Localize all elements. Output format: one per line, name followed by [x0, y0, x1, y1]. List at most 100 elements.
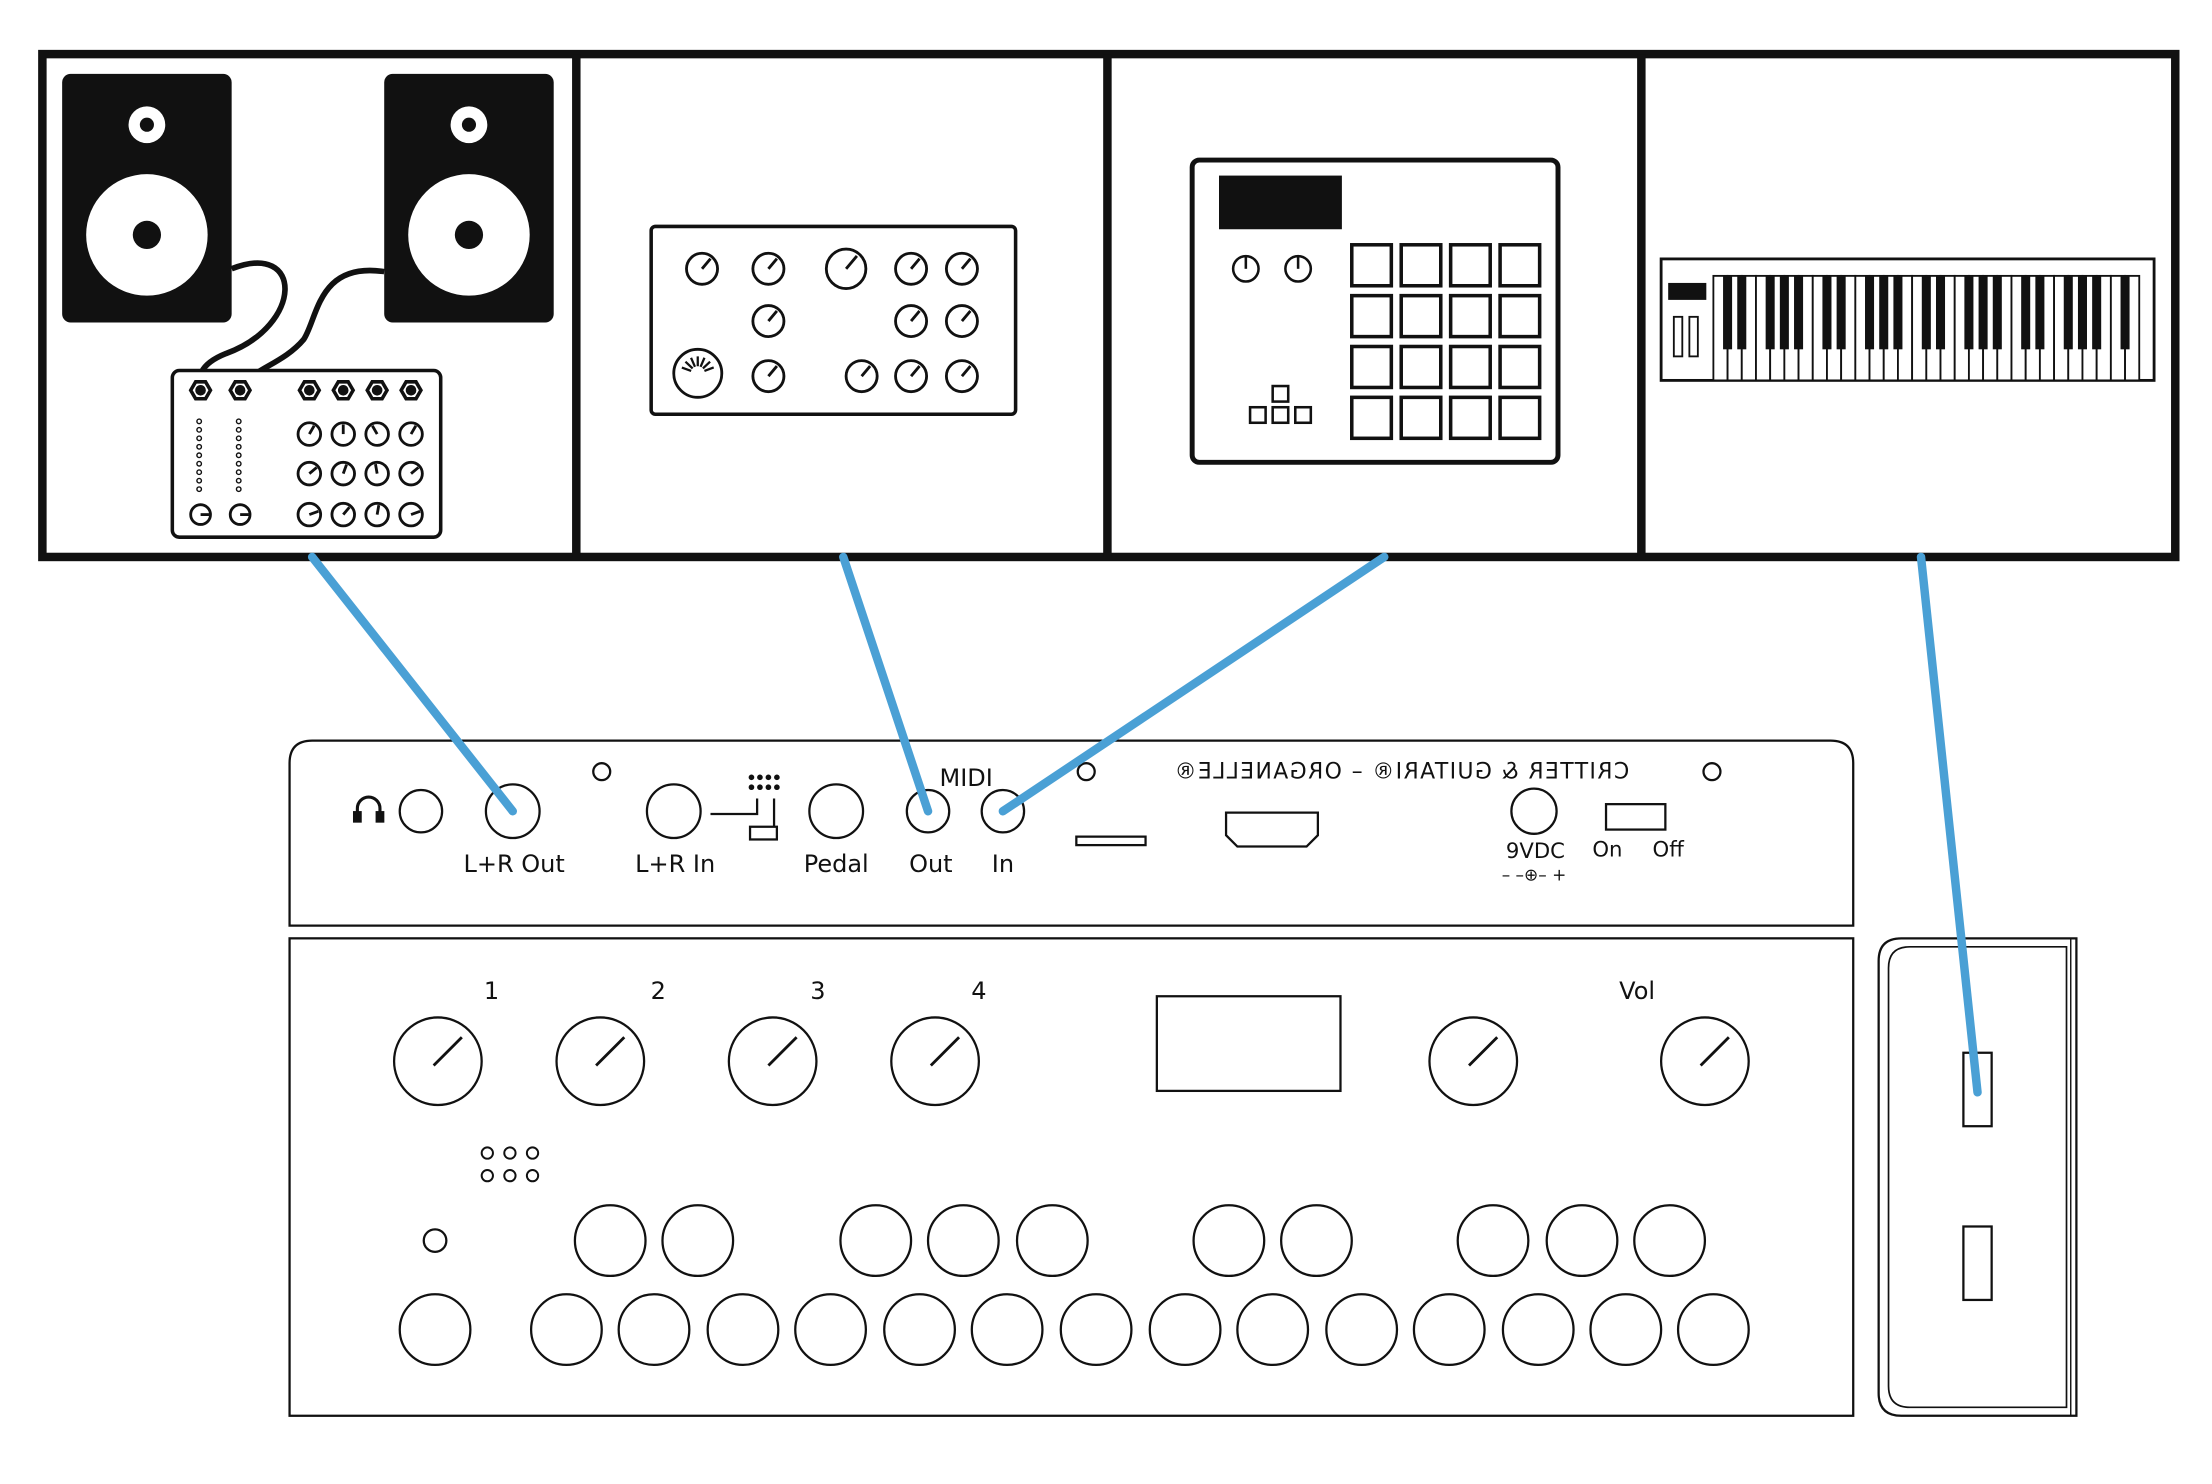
- knob-icon: [894, 304, 929, 339]
- led-dot: [196, 486, 203, 493]
- knob-icon: [751, 359, 786, 394]
- led-dot: [196, 460, 203, 467]
- key-button[interactable]: [1059, 1293, 1133, 1367]
- jack-icon: [365, 380, 390, 401]
- black-key: [1836, 275, 1846, 350]
- drum-pad: [1399, 293, 1443, 339]
- encoder-knob-2[interactable]: [555, 1016, 646, 1107]
- key-button[interactable]: [794, 1293, 868, 1367]
- key-button[interactable]: [706, 1293, 780, 1367]
- encoder-knob-3[interactable]: [727, 1016, 818, 1107]
- knob-icon: [296, 501, 323, 528]
- speaker-grille-icon: [480, 1146, 540, 1183]
- jack-icon: [297, 380, 322, 401]
- hdmi-port[interactable]: [1224, 811, 1320, 848]
- cable-audio-out: [307, 552, 517, 816]
- key-button[interactable]: [1280, 1204, 1353, 1278]
- midi-out-label: Out: [909, 850, 953, 878]
- black-key: [2120, 275, 2130, 350]
- headphone-jack[interactable]: [398, 788, 444, 834]
- drum-pad: [1448, 344, 1492, 390]
- key-button[interactable]: [1545, 1204, 1619, 1278]
- screw-hole: [592, 762, 612, 782]
- knob-icon: [944, 304, 979, 339]
- knob-icon: [894, 251, 929, 286]
- encoder-knob-select[interactable]: [1428, 1016, 1519, 1107]
- left-speaker-icon: [62, 73, 232, 323]
- key-button[interactable]: [573, 1204, 647, 1278]
- drum-pad: [1498, 293, 1542, 339]
- usb-port[interactable]: [1962, 1225, 1993, 1302]
- sd-card-slot[interactable]: [1075, 835, 1147, 847]
- black-key: [2092, 275, 2102, 350]
- knob-icon: [398, 460, 424, 487]
- synth-module: [649, 224, 1018, 417]
- black-key: [2035, 275, 2045, 350]
- key-button[interactable]: [1456, 1204, 1530, 1278]
- black-key: [1723, 275, 1733, 350]
- knob-icon: [330, 501, 356, 528]
- drum-pad: [1350, 293, 1394, 339]
- key-button[interactable]: [926, 1204, 1000, 1278]
- drum-pad: [1350, 243, 1394, 288]
- key-button[interactable]: [1412, 1293, 1486, 1367]
- modular-case-icon: [170, 368, 443, 539]
- knob-icon: [944, 359, 979, 394]
- midi-in-label: In: [992, 850, 1014, 878]
- knob-icon: [330, 421, 356, 447]
- jack-icon: [331, 380, 356, 401]
- pad-display-icon: [1219, 175, 1342, 230]
- knob-icon: [296, 421, 323, 447]
- key-button[interactable]: [839, 1204, 913, 1278]
- led-dot: [196, 435, 203, 442]
- black-key: [1822, 275, 1832, 350]
- key-button[interactable]: [1015, 1204, 1089, 1278]
- key-button[interactable]: [1148, 1293, 1222, 1367]
- oled-screen: [1155, 995, 1342, 1093]
- lr-in-jack[interactable]: [645, 783, 702, 840]
- key-button[interactable]: [970, 1293, 1044, 1367]
- pad-knob-icon: [1231, 254, 1313, 283]
- key-button[interactable]: [1501, 1293, 1575, 1367]
- drum-pad: [1498, 243, 1542, 288]
- key-button[interactable]: [617, 1293, 691, 1367]
- key-button[interactable]: [1633, 1204, 1707, 1278]
- pedal-label: Pedal: [804, 850, 869, 878]
- key-button[interactable]: [883, 1293, 956, 1367]
- led-dot: [196, 452, 203, 459]
- knob-icon: [844, 359, 879, 394]
- key-button[interactable]: [1236, 1293, 1310, 1367]
- knob-icon: [824, 247, 868, 290]
- key-button[interactable]: [1676, 1293, 1750, 1367]
- led-dot: [235, 469, 242, 476]
- organelle-top-panel: 1 2 3 4 Vol: [288, 937, 1855, 1417]
- knob-label: 4: [971, 977, 986, 1005]
- aux-button[interactable]: [398, 1293, 472, 1367]
- black-key: [1765, 275, 1775, 350]
- encoder-knob-4[interactable]: [890, 1016, 981, 1107]
- key-button[interactable]: [1192, 1204, 1266, 1278]
- key-button[interactable]: [1325, 1293, 1399, 1367]
- pedal-jack[interactable]: [808, 783, 865, 840]
- vol-label: Vol: [1619, 977, 1655, 1005]
- jack-icon: [399, 380, 423, 401]
- power-label: 9VDC: [1506, 838, 1565, 863]
- cable-midi-out: [839, 552, 933, 816]
- led-dot: [235, 443, 242, 450]
- key-button[interactable]: [529, 1293, 603, 1367]
- knob-icon: [751, 304, 786, 339]
- led-dot: [196, 477, 203, 484]
- key-button[interactable]: [661, 1204, 735, 1278]
- power-jack[interactable]: [1510, 787, 1558, 835]
- switch-on-label: On: [1592, 836, 1622, 861]
- encoder-knob-1[interactable]: [392, 1016, 483, 1107]
- knob-icon: [944, 251, 979, 286]
- polarity-label: – –⊕– +: [1502, 864, 1567, 884]
- volume-knob[interactable]: [1659, 1016, 1750, 1107]
- brand-text: CRITTER & GUITARI® – ORGANELLE®: [1173, 760, 1629, 785]
- key-button[interactable]: [1589, 1293, 1663, 1367]
- drum-pad: [1350, 395, 1394, 441]
- power-switch[interactable]: [1604, 803, 1667, 831]
- lr-out-label: L+R Out: [464, 850, 565, 878]
